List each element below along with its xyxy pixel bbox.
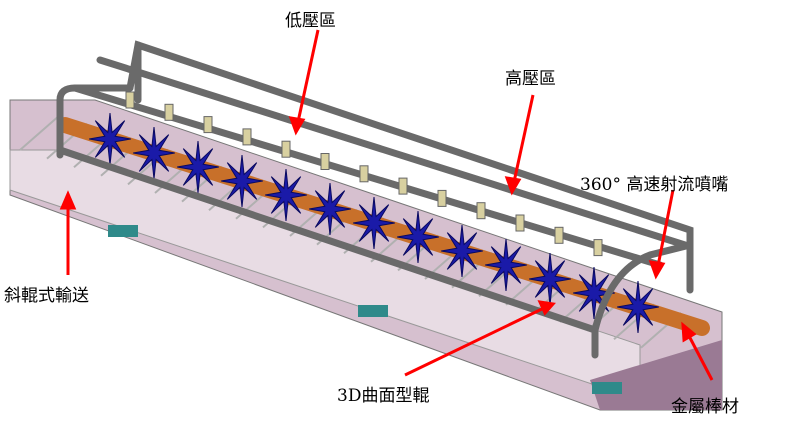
- arrow-head: [681, 321, 697, 343]
- nozzle: [593, 239, 603, 257]
- mount-bracket: [358, 305, 388, 317]
- arrow-bar: [686, 333, 714, 381]
- nozzle: [203, 116, 213, 134]
- annotation-arrows: [59, 29, 714, 381]
- nozzle: [125, 91, 135, 109]
- nozzle: [242, 128, 252, 146]
- roller-star: [397, 210, 439, 264]
- label-conveyor: 斜輥式輸送: [4, 286, 89, 306]
- mount-bracket: [108, 225, 138, 237]
- arrow-head: [504, 176, 522, 196]
- roller-star: [221, 154, 263, 208]
- roller-star: [133, 126, 175, 180]
- arrow-roller: [404, 306, 545, 377]
- nozzle: [281, 140, 291, 158]
- nozzle: [515, 214, 525, 232]
- nozzle: [437, 189, 447, 207]
- roller-star: [89, 112, 131, 166]
- roller-star: [485, 238, 527, 292]
- conveyor-slat: [19, 114, 61, 151]
- nozzle: [359, 165, 369, 183]
- label-roller: 3D曲面型輥: [337, 386, 430, 406]
- arrow-high-pressure: [512, 94, 535, 183]
- arrow-head: [59, 190, 77, 210]
- arrow-nozzle: [656, 189, 675, 267]
- roller-star: [265, 168, 307, 222]
- nozzles: [125, 91, 603, 257]
- arrow-low-pressure: [296, 29, 320, 123]
- label-nozzle: 360° 高速射流噴嘴: [580, 175, 729, 195]
- roller-star: [529, 252, 571, 306]
- nozzle: [164, 103, 174, 121]
- nozzle: [554, 226, 564, 244]
- roller-star: [177, 140, 219, 194]
- arrow-head: [288, 116, 306, 136]
- arrow-head: [537, 300, 556, 316]
- roller-array: [89, 112, 659, 334]
- arrow-head: [648, 260, 666, 280]
- nozzle: [476, 202, 486, 220]
- mount-bracket: [592, 382, 622, 394]
- roller-star: [353, 196, 395, 250]
- nozzle: [398, 177, 408, 195]
- roller-star: [441, 224, 483, 278]
- roller-star: [309, 182, 351, 236]
- nozzle: [320, 153, 330, 170]
- label-high-pressure: 高壓區: [505, 69, 556, 89]
- label-bar: 金屬棒材: [671, 397, 739, 417]
- roller-star: [617, 280, 659, 334]
- label-low-pressure: 低壓區: [285, 11, 336, 31]
